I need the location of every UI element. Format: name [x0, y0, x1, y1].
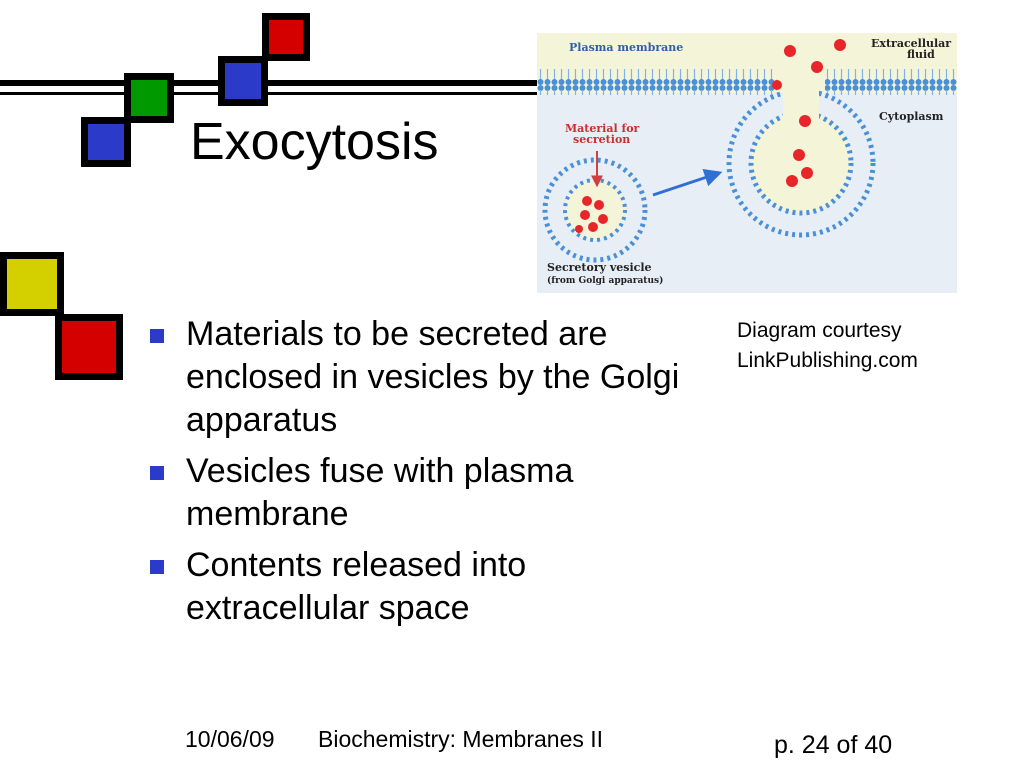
- bullet-item: Contents released into extracellular spa…: [148, 544, 708, 630]
- credit-line-2: LinkPublishing.com: [737, 349, 918, 372]
- plasma-membrane-right: [825, 69, 957, 95]
- bullet-text: Vesicles fuse with plasma membrane: [186, 452, 574, 533]
- diagram-credit: Diagram courtesy LinkPublishing.com: [737, 316, 977, 376]
- bullet-square-icon: [150, 329, 164, 343]
- blue-square-left: [81, 117, 131, 167]
- footer-page-number: p. 24 of 40: [774, 731, 893, 759]
- cytoplasm-label: Cytoplasm: [879, 110, 944, 123]
- plasma-membrane-label: Plasma membrane: [569, 41, 683, 54]
- bullet-square-icon: [150, 466, 164, 480]
- bullet-list: Materials to be secreted are enclosed in…: [148, 313, 708, 638]
- bullet-square-icon: [150, 560, 164, 574]
- vesicle-label-1: Secretory vesicle: [547, 261, 652, 274]
- blue-square-top: [218, 56, 268, 106]
- fusing-vesicle-inner: [748, 110, 854, 216]
- green-square: [124, 73, 174, 123]
- transport-arrow: [652, 169, 723, 197]
- bullet-item: Vesicles fuse with plasma membrane: [148, 450, 708, 536]
- bullet-item: Materials to be secreted are enclosed in…: [148, 313, 708, 442]
- bullet-text: Materials to be secreted are enclosed in…: [186, 315, 680, 439]
- credit-line-1: Diagram courtesy: [737, 319, 902, 342]
- extracellular-label-1: Extracellular: [871, 37, 951, 50]
- secretion-particles: [575, 39, 846, 233]
- secretory-vesicle-outer: [542, 157, 648, 263]
- material-label-2: secretion: [573, 133, 630, 146]
- header-rule-top: [0, 80, 540, 86]
- exocytosis-diagram: Plasma membrane Extracellular fluid Cyto…: [537, 33, 957, 293]
- red-square-top: [262, 13, 310, 61]
- red-square-left: [55, 314, 123, 380]
- header-rule-bottom: [0, 92, 540, 95]
- footer-date: 10/06/09: [185, 726, 275, 752]
- slide-title: Exocytosis: [190, 113, 439, 171]
- vesicle-label-2: (from Golgi apparatus): [547, 275, 663, 286]
- plasma-membrane-left: [537, 69, 777, 95]
- material-label-1: Material for: [565, 122, 640, 135]
- yellow-square: [0, 252, 64, 316]
- extracellular-label-2: fluid: [907, 48, 935, 61]
- footer-course: Biochemistry: Membranes II: [318, 726, 604, 752]
- bullet-text: Contents released into extracellular spa…: [186, 546, 527, 627]
- fusion-pore: [783, 73, 819, 123]
